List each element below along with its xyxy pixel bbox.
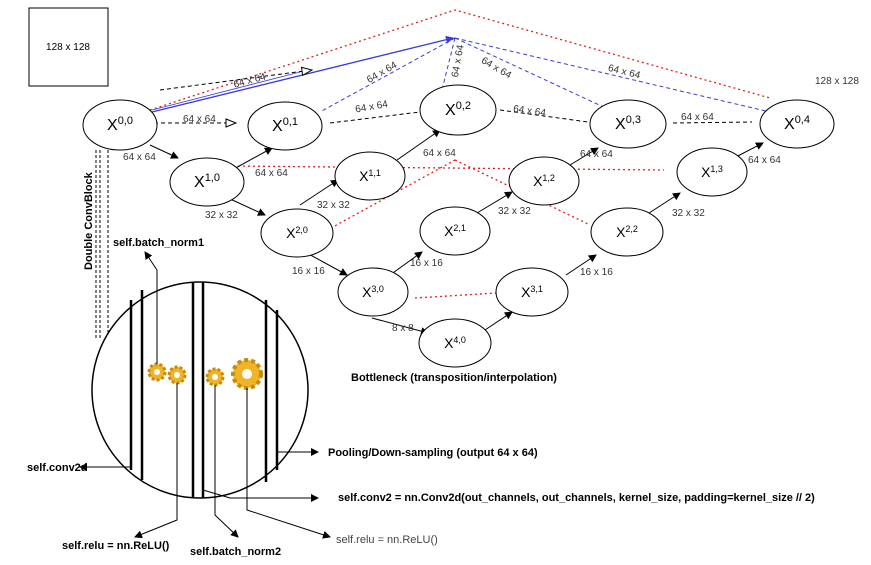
svg-text:X0,0: X0,0 [107,115,133,134]
svg-text:X2,1: X2,1 [444,223,466,239]
svg-text:X0,2: X0,2 [445,100,471,119]
conv2d-label: self.conv2d [27,462,88,474]
node-x21: X2,1 [419,206,491,256]
svg-text:X1,1: X1,1 [359,168,381,184]
size-label: 64 x 64 [123,152,156,163]
size-label: 64 x 64 [450,44,467,79]
size-label: 32 x 32 [672,208,705,219]
batch-norm1-label: self.batch_norm1 [113,237,204,249]
node-x13: X1,3 [676,147,748,197]
size-label: 64 x 64 [681,112,714,123]
node-x03: X0,3 [589,99,667,149]
horizontal-skip-connections [154,70,753,123]
relu-label-left: self.relu = nn.ReLU() [62,540,170,552]
gear-icon [231,358,263,390]
svg-text:X2,2: X2,2 [616,224,638,240]
size-label: 16 x 16 [580,267,613,278]
svg-text:X4,0: X4,0 [444,335,466,351]
batch-norm2-label: self.batch_norm2 [190,546,281,558]
double-convblock-label: Double ConvBlock [83,171,95,270]
svg-text:X1,0: X1,0 [194,172,220,191]
svg-text:X0,4: X0,4 [784,114,810,133]
output-size-label: 128 x 128 [815,76,859,87]
input-size-label: 128 x 128 [46,42,90,53]
gear-icon [147,362,167,382]
svg-text:X0,1: X0,1 [272,116,298,135]
node-x12: X1,2 [508,156,580,206]
svg-text:X1,2: X1,2 [533,173,555,189]
red-skip-connections [149,9,771,299]
size-label: 8 x 8 [392,323,414,334]
size-label: 64 x 64 [607,63,642,82]
node-x00: X0,0 [82,99,158,151]
node-x30: X3,0 [337,267,409,317]
svg-text:X0,3: X0,3 [615,114,641,133]
gear-icon [205,367,225,387]
size-label: 32 x 32 [317,200,350,211]
size-label: 64 x 64 [255,168,288,179]
nodes: X0,0 X0,1 X0,2 X0,3 X0,4 X1,0 X1,1 X1,2 [82,84,835,368]
relu-label-right: self.relu = nn.ReLU() [336,534,438,546]
node-x01: X0,1 [247,101,323,151]
zoom-circle [91,281,309,499]
size-label: 64 x 64 [479,55,513,81]
size-label: 64 x 64 [512,104,546,120]
size-label: 64 x 64 [423,148,456,159]
pooling-label: Pooling/Down-sampling (output 64 x 64) [328,447,538,459]
bottleneck-label: Bottleneck (transposition/interpolation) [351,372,557,384]
size-label: 16 x 16 [292,266,325,277]
input-box [28,7,109,87]
convblock-leader-lines [95,150,109,340]
svg-text:X1,3: X1,3 [701,164,723,180]
node-x20: X2,0 [260,208,334,258]
size-label: 64 x 64 [355,99,390,116]
size-label: 64 x 64 [580,149,613,160]
annotation-lines [79,251,331,539]
size-label: 32 x 32 [498,206,531,217]
svg-text:X3,0: X3,0 [362,284,384,300]
node-x02: X0,2 [419,84,497,136]
svg-text:X2,0: X2,0 [286,225,308,241]
node-x11: X1,1 [334,151,406,201]
blue-solid-connection [151,35,454,113]
conv2-label: self.conv2 = nn.Conv2d(out_channels, out… [338,492,815,504]
conv-layer-bars [129,282,279,498]
size-label: 32 x 32 [205,210,238,221]
size-label: 64 x 64 [183,114,216,125]
blue-dense-connections [319,37,771,113]
size-label: 64 x 64 [748,155,781,166]
node-x10: X1,0 [169,157,245,207]
gear-icon [167,365,187,385]
node-x22: X2,2 [590,207,664,257]
node-x40: X4,0 [418,318,492,368]
node-x04: X0,4 [759,99,835,149]
svg-text:X3,1: X3,1 [521,284,543,300]
size-label: 64 x 64 [365,60,399,86]
solid-arrows [149,129,764,336]
node-x31: X3,1 [495,267,569,317]
size-label: 16 x 16 [410,258,443,269]
